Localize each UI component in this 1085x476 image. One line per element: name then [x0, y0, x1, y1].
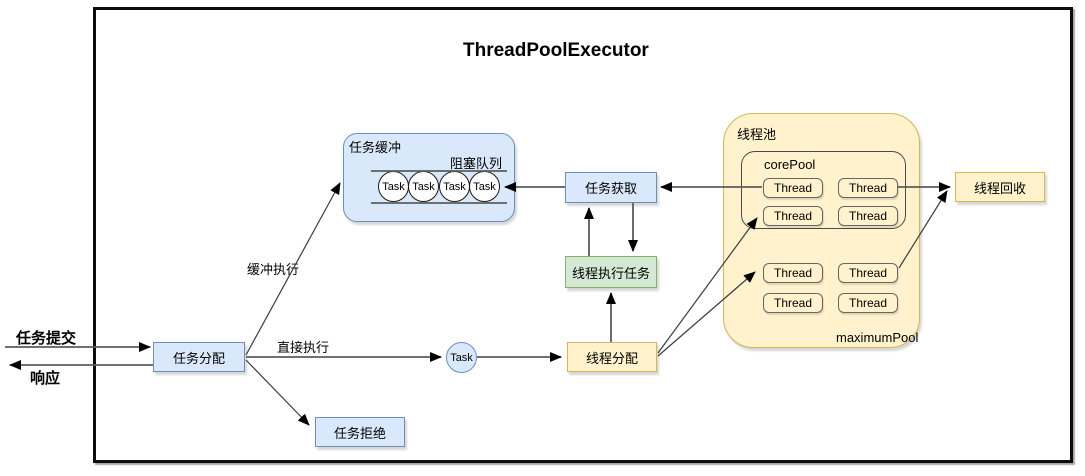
task-submit-label: 任务提交: [16, 330, 77, 347]
blocking-queue-label: 阻塞队列: [450, 156, 503, 171]
core-pool-label: corePool: [764, 157, 816, 172]
diagram-title: ThreadPoolExecutor: [463, 40, 649, 61]
node-task-reject: 任务拒绝: [315, 417, 405, 447]
queue-task-circle: Task: [439, 171, 470, 202]
queue-task-circle: Task: [408, 171, 439, 202]
node-task-dispatch: 任务分配: [153, 342, 245, 372]
core-pool-group: corePool: [741, 151, 906, 229]
maximum-pool-label: maximumPool: [836, 330, 919, 345]
response-label: 响应: [30, 370, 61, 387]
direct-execution-label: 直接执行: [277, 340, 330, 355]
node-thread-dispatch: 线程分配: [567, 342, 657, 372]
node-thread-execute: 线程执行任务: [565, 256, 657, 288]
thread-pool-label: 线程池: [737, 127, 777, 142]
core-thread-box: Thread: [838, 206, 898, 226]
queue-task-circle: Task: [469, 171, 500, 202]
core-thread-box: Thread: [838, 178, 898, 198]
node-thread-recycle: 线程回收: [955, 172, 1045, 202]
node-task-fetch: 任务获取: [565, 172, 657, 203]
task-buffer-label: 任务缓冲: [349, 140, 402, 155]
diagram-border: [93, 7, 1073, 463]
maximum-thread-box: Thread: [838, 263, 898, 283]
buffered-execution-label: 缓冲执行: [247, 262, 300, 277]
core-thread-box: Thread: [763, 178, 823, 198]
task-circle: Task: [446, 342, 477, 373]
node-thread-pool: 线程池 corePool Thread Thread Thread Thread…: [723, 113, 920, 348]
maximum-thread-box: Thread: [763, 293, 823, 313]
queue-task-circle: Task: [378, 171, 409, 202]
maximum-thread-box: Thread: [838, 293, 898, 313]
maximum-thread-box: Thread: [763, 263, 823, 283]
core-thread-box: Thread: [763, 206, 823, 226]
